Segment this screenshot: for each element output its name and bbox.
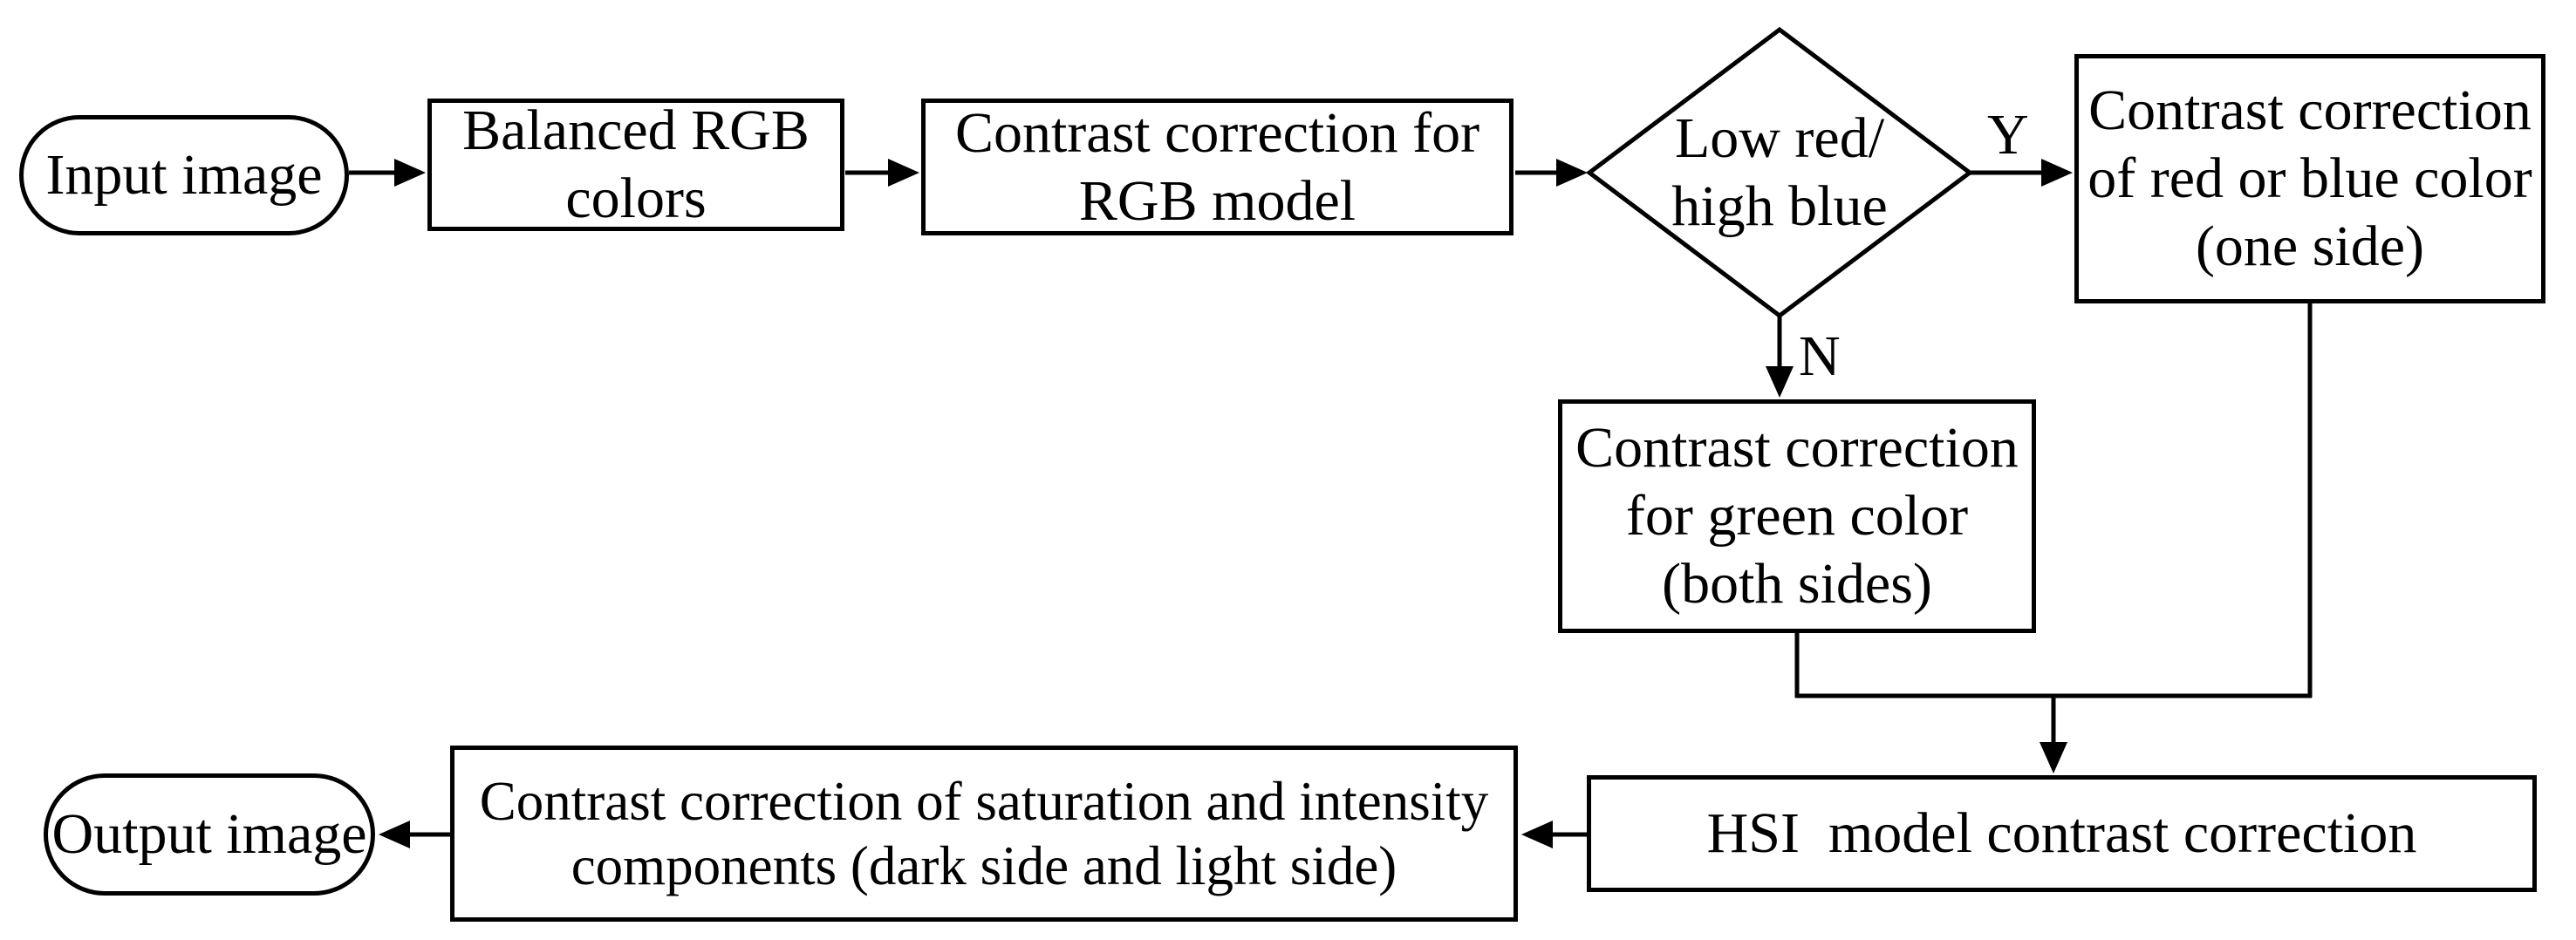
arrowhead-left-icon	[379, 821, 410, 848]
arrow-merge-to-hsi	[2040, 694, 2067, 773]
node-balanced-rgb-colors: Balanced RGB colors	[427, 99, 844, 231]
node-contrast-correction-green: Contrast correction for green color (bot…	[1558, 399, 2036, 633]
decision-low-red-high-blue-label: Low red/ high blue	[1671, 106, 1888, 238]
arrow-input-to-balanced	[349, 159, 426, 187]
node-contrast-correction-red-or-blue: Contrast correction of red or blue color…	[2074, 54, 2545, 303]
arrowhead-right-icon	[1556, 159, 1588, 187]
arrow-saturation-to-output	[379, 821, 450, 848]
node-hsi-model-contrast-correction: HSI model contrast correction	[1587, 775, 2537, 892]
arrowhead-down-icon	[1766, 366, 1794, 398]
arrow-rgb-to-decision	[1515, 159, 1588, 187]
node-contrast-correction-rgb-model: Contrast correction for RGB model	[921, 99, 1513, 235]
decision-no-label: N	[1799, 324, 1841, 388]
arrowhead-right-icon	[394, 159, 426, 187]
arrowhead-down-icon	[2040, 742, 2067, 773]
node-input-image: Input image	[19, 115, 349, 235]
arrow-balanced-to-rgb	[845, 159, 919, 187]
arrow-hsi-to-saturation	[1521, 821, 1587, 848]
arrow-decision-no-to-green	[1766, 316, 1794, 398]
arrowhead-left-icon	[1521, 821, 1553, 848]
arrow-decision-yes-to-redblue	[1970, 159, 2073, 187]
arrowhead-right-icon	[888, 159, 919, 187]
node-output-image: Output image	[44, 773, 375, 896]
arrowhead-right-icon	[2041, 159, 2073, 187]
decision-yes-label: Y	[1987, 103, 2029, 167]
node-contrast-correction-saturation-intensity: Contrast correction of saturation and in…	[450, 746, 1518, 922]
